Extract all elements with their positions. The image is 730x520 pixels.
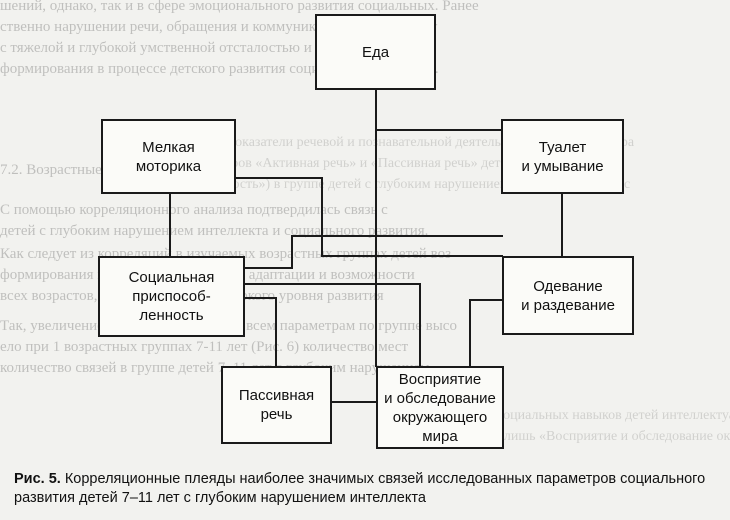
node-toilet: Туалет и умывание (501, 119, 624, 194)
figure-caption: Рис. 5. Корреляционные плеяды наиболее з… (14, 470, 726, 508)
node-dressing: Одевание и раздевание (502, 256, 634, 335)
caption-label: Рис. 5. (14, 471, 61, 487)
background-text-line: шений, однако, так и в сфере эмоциональн… (0, 0, 479, 14)
background-text-line: тров «Активная речь» и «Пассивная речь» … (225, 156, 584, 171)
connector-lines (169, 89, 563, 403)
node-passive-speech: Пассивная речь (221, 366, 332, 444)
background-text-line: С помощью корреляционного анализа подтве… (0, 202, 388, 218)
node-fine-motor: Мелкая моторика (101, 119, 236, 194)
node-food: Еда (315, 14, 436, 90)
background-text-line: составило лишь «Восприятие и обследовани… (440, 429, 730, 444)
caption-text: Корреляционные плеяды наиболее значимых … (14, 471, 706, 506)
background-text-line: с тяжелой и глубокой умственной отсталос… (0, 40, 407, 56)
background-text-line: ело при 1 возрастных группах 7-11 лет (Р… (0, 339, 408, 355)
node-social-adaptation: Социальная приспособ- ленность (98, 256, 245, 337)
node-perception: Восприятие и обследование окружающего ми… (376, 366, 504, 449)
background-text-line: Развитие социальных навыков детей интелл… (440, 408, 730, 423)
